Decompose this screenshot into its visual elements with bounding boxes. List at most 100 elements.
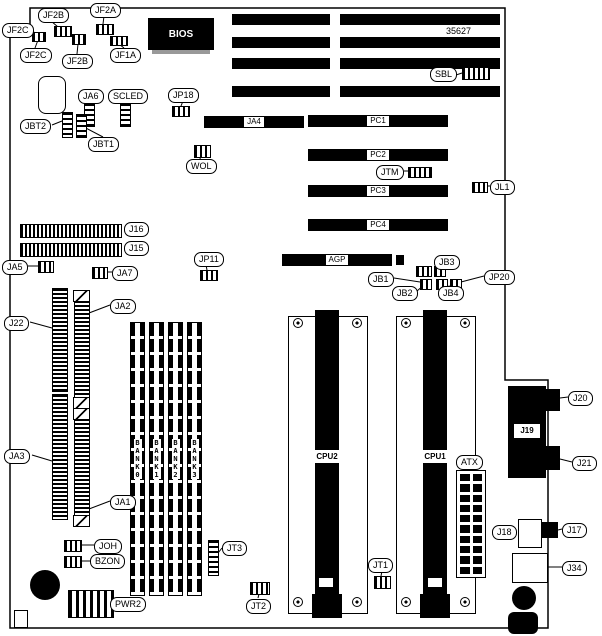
- audio-jack-square: [508, 612, 538, 634]
- j22-connector: [52, 288, 68, 392]
- jbt1-pins: [76, 114, 87, 138]
- dimm-slot-bank0: BANK0: [130, 322, 145, 596]
- ja5-pins: [38, 261, 54, 273]
- label-jb2: JB2: [392, 286, 418, 301]
- label-ja5: JA5: [2, 260, 28, 275]
- label-bzon: BZON: [90, 554, 126, 569]
- label-jt2: JT2: [246, 599, 272, 614]
- sbl-pins: [462, 67, 490, 80]
- label-sbl: SBL: [430, 67, 458, 82]
- label-jl1: JL1: [490, 180, 515, 195]
- cpu2-hole-bl: [293, 597, 303, 607]
- ja1-connector: [74, 410, 90, 526]
- label-jf2c: JF2C: [20, 48, 52, 63]
- j17-connector: [540, 522, 558, 538]
- dimm-bank3-label: BANK3: [190, 439, 199, 479]
- dimm-bank1-label: BANK1: [152, 439, 161, 479]
- label-jf2c-edge: JF2C: [2, 23, 34, 38]
- cpu1-label: CPU1: [423, 450, 447, 463]
- dimm-bank0-label: BANK0: [133, 439, 142, 479]
- label-pwr2: PWR2: [110, 597, 147, 612]
- bios-socket: [152, 50, 210, 54]
- ja1-cap-top: [73, 408, 90, 420]
- cpu1-slot-bar: [423, 310, 447, 618]
- j15-connector: [20, 243, 122, 257]
- cpu2-key-notch: [319, 578, 333, 587]
- battery: [30, 570, 60, 600]
- dimm-slot-bank3: BANK3: [187, 322, 202, 596]
- jp11-pins: [200, 270, 218, 281]
- label-jf1a: JF1A: [110, 48, 142, 63]
- pci-slot-4: PC4: [308, 219, 448, 231]
- cpu1-hole-tl: [401, 318, 411, 328]
- cpu2-label: CPU2: [315, 450, 339, 463]
- j20-port: [544, 389, 560, 411]
- label-jb1: JB1: [368, 272, 394, 287]
- cpu2-slot-bar: [315, 310, 339, 618]
- isa-slot-1-right: [340, 14, 500, 25]
- wol-pins: [194, 145, 211, 158]
- dimm-slot-bank1: BANK1: [149, 322, 164, 596]
- j21-port: [544, 446, 560, 470]
- label-j18: J18: [492, 525, 517, 540]
- cpu1-hole-tr: [460, 318, 470, 328]
- label-j17: J17: [562, 523, 587, 538]
- label-jt3: JT3: [222, 541, 248, 556]
- cpu2-hole-tr: [352, 318, 362, 328]
- corner-notch: [14, 610, 28, 628]
- pci-slot-2-label: PC2: [367, 150, 389, 160]
- agp-end-block: [396, 255, 404, 265]
- scled-pins: [120, 103, 131, 127]
- j18-connector: [518, 519, 542, 548]
- jt3-pins: [208, 540, 219, 576]
- cpu1-key-notch: [428, 578, 442, 587]
- j34-connector: [512, 553, 548, 583]
- audio-jack-round: [512, 586, 536, 610]
- j19-label: J19: [514, 424, 540, 438]
- label-j21: J21: [572, 456, 597, 471]
- agp-slot-label: AGP: [325, 255, 349, 265]
- ja2-connector: [74, 292, 90, 408]
- agp-slot: AGP: [282, 254, 392, 266]
- cpu1-hole-br: [460, 597, 470, 607]
- jl1-pins: [472, 182, 488, 193]
- bzon-pins: [64, 556, 82, 568]
- dimm-bank2-label: BANK2: [171, 439, 180, 479]
- ja4-slot: JA4: [204, 116, 304, 128]
- label-jt1: JT1: [368, 558, 394, 573]
- pci-slot-2: PC2: [308, 149, 448, 161]
- board-part-number: 35627: [446, 26, 472, 36]
- label-jp11: JP11: [194, 252, 224, 267]
- isa-slot-3-left: [232, 58, 330, 69]
- ja4-slot-label: JA4: [244, 117, 264, 127]
- ja3-connector: [52, 394, 68, 520]
- cpu2-hole-br: [352, 597, 362, 607]
- label-jf2a: JF2A: [90, 3, 122, 18]
- jf2b2-pins: [72, 34, 86, 45]
- label-j34: J34: [562, 561, 587, 576]
- ja1-cap-bottom: [73, 515, 90, 527]
- jt2-pins: [250, 582, 270, 595]
- pci-slot-3: PC3: [308, 185, 448, 197]
- cpu2-hole-tl: [293, 318, 303, 328]
- bios-chip: BIOS: [148, 18, 214, 50]
- label-ja2: JA2: [110, 299, 136, 314]
- label-j20: J20: [568, 391, 593, 406]
- cpu2-retention-block: [312, 594, 342, 618]
- cpu1-retention-block: [420, 594, 450, 618]
- jt1-pins: [374, 576, 391, 589]
- label-jb4: JB4: [438, 286, 464, 301]
- pci-slot-4-label: PC4: [367, 220, 389, 230]
- label-ja3: JA3: [4, 449, 30, 464]
- joh-pins: [64, 540, 82, 552]
- label-jf2b: JF2B: [62, 54, 94, 69]
- label-j22: J22: [4, 316, 29, 331]
- jf1a-pins: [110, 36, 128, 46]
- label-jp18: JP18: [168, 88, 199, 103]
- label-ja1: JA1: [110, 495, 136, 510]
- label-jf2b-top: JF2B: [38, 8, 70, 23]
- jbt2-pins: [62, 112, 73, 138]
- isa-slot-4-left: [232, 86, 330, 97]
- label-ja7: JA7: [112, 266, 138, 281]
